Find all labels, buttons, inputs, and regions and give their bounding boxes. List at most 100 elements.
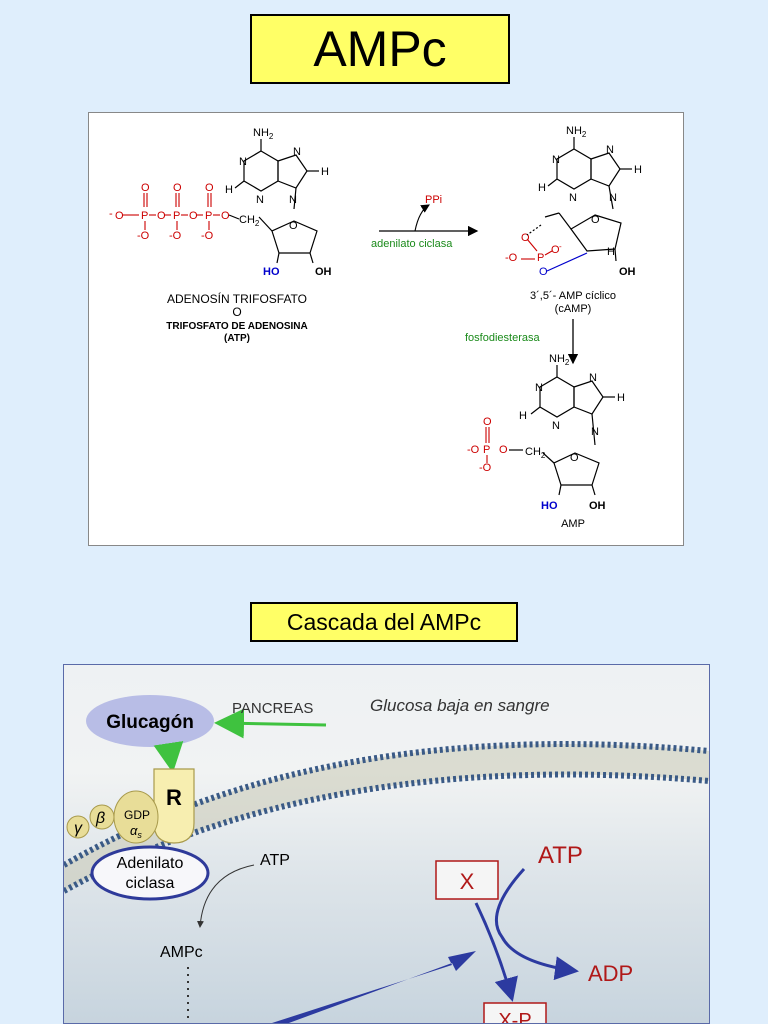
reaction-panel: NH2 N N N N H H O CH2 HO OH - O P P [88, 112, 684, 546]
svg-text:O: O [570, 452, 579, 464]
cascade-title: Cascada del AMPc [250, 602, 518, 642]
ppi-label: PPi [425, 194, 442, 206]
atp-molecule: NH2 N N N N H H O CH2 HO OH - O P P [109, 127, 332, 344]
atp-right-label: ATP [538, 842, 583, 869]
atp-nh2: NH2 [253, 127, 274, 141]
svg-text:N: N [552, 154, 560, 166]
atp-n1: N [239, 156, 247, 168]
svg-text:-O: -O [467, 444, 480, 456]
atp-left-label: ATP [260, 852, 290, 869]
svg-text:O: O [205, 182, 214, 194]
svg-text:P: P [173, 210, 180, 222]
svg-text:-O: -O [479, 462, 492, 474]
adenylate-cyclase: Adenilato ciclasa [90, 845, 210, 901]
svg-text:-O: -O [201, 230, 214, 242]
svg-text:O: O [483, 416, 492, 428]
svg-text:-: - [559, 242, 562, 251]
atp-ribose [258, 216, 318, 264]
condition-label: Glucosa baja en sangre [370, 696, 550, 715]
svg-text:-O: -O [505, 252, 518, 264]
reaction-arrow-2: fosfodiesterasa [465, 319, 579, 365]
atp-to-camp-arrow [196, 864, 255, 928]
reaction-arrow-1: PPi adenilato ciclasa [371, 194, 479, 250]
svg-text:O: O [157, 210, 166, 222]
g-protein: γ β GDP αs [66, 790, 159, 844]
atp-name-line3: TRIFOSFATO DE ADENOSINA [166, 321, 308, 332]
svg-text:O: O [141, 182, 150, 194]
svg-text:CH2: CH2 [525, 446, 546, 460]
svg-text:-O: -O [137, 230, 150, 242]
svg-text:β: β [95, 810, 105, 827]
substrate-label: X [460, 869, 475, 894]
svg-text:N: N [552, 420, 560, 432]
svg-text:NH2: NH2 [549, 353, 570, 367]
svg-text:N: N [606, 144, 614, 156]
page-title: AMPc [250, 14, 510, 84]
pancreas-arrow [214, 708, 327, 739]
svg-text:N: N [569, 192, 577, 204]
atp-name-line2: O [232, 305, 241, 319]
svg-text:H: H [538, 182, 546, 194]
product-label: X-P [498, 1010, 531, 1023]
svg-text:-: - [109, 208, 113, 220]
svg-text:O: O [591, 214, 600, 226]
big-activation-arrow [272, 951, 476, 1023]
svg-text:P: P [141, 210, 148, 222]
svg-text:N: N [609, 192, 617, 204]
atp-adenine-ring [234, 139, 319, 210]
svg-text:H: H [617, 392, 625, 404]
svg-text:-O: -O [169, 230, 182, 242]
svg-text:OH: OH [589, 500, 606, 512]
atp-h2: H [225, 184, 233, 196]
fosfodiesterasa-label: fosfodiesterasa [465, 332, 540, 344]
svg-text:H: H [634, 164, 642, 176]
atp-n7: N [293, 146, 301, 158]
svg-text:OH: OH [619, 266, 636, 278]
atp-triphosphate: - O P P P O O O -O -O -O O O O [109, 182, 230, 242]
svg-text:O: O [551, 244, 560, 256]
svg-text:O: O [539, 266, 548, 278]
cascade-panel: Glucagón PANCREAS Glucosa baja en sangre… [63, 664, 710, 1024]
svg-text:O: O [189, 210, 198, 222]
pancreas-label: PANCREAS [232, 700, 313, 717]
svg-text:O: O [521, 232, 530, 244]
receptor-label: R [166, 785, 182, 810]
atp-oh: OH [315, 266, 332, 278]
atp-n3: N [256, 194, 264, 206]
phosphorylation-reaction: X ATP ADP X-P [435, 842, 633, 1023]
atp-ribose-o: O [289, 220, 298, 232]
svg-text:P: P [537, 252, 544, 264]
svg-text:γ: γ [74, 820, 83, 837]
svg-text:O: O [221, 210, 230, 222]
svg-text:ciclasa: ciclasa [126, 875, 175, 892]
svg-text:H: H [607, 246, 615, 258]
atp-ho: HO [263, 266, 280, 278]
amp-molecule: NH2 N N N N H H O CH2 HO OH O -O P O -O … [467, 353, 625, 530]
atp-name-line4: (ATP) [224, 333, 250, 344]
svg-text:NH2: NH2 [566, 125, 587, 139]
svg-text:αs: αs [130, 823, 142, 840]
svg-text:HO: HO [541, 500, 558, 512]
adp-label: ADP [588, 961, 633, 986]
svg-text:P: P [205, 210, 212, 222]
svg-text:O: O [173, 182, 182, 194]
camp-name-line2: (cAMP) [555, 303, 592, 315]
glucagon-to-receptor-arrow [153, 741, 184, 773]
cascade-diagram: Glucagón PANCREAS Glucosa baja en sangre… [64, 695, 709, 1023]
atp-phosphate-bonds [123, 193, 220, 230]
adenilato-ciclasa-label: adenilato ciclasa [371, 238, 453, 250]
svg-text:GDP: GDP [124, 808, 150, 822]
camp-label: AMPc [160, 944, 203, 961]
svg-text:P: P [483, 444, 490, 456]
glucagon-node: Glucagón [86, 695, 214, 747]
amp-name: AMP [561, 518, 585, 530]
camp-name-line1: 3´,5´- AMP cíclico [530, 290, 616, 302]
reaction-diagram: NH2 N N N N H H O CH2 HO OH - O P P [109, 125, 642, 530]
svg-text:O: O [499, 444, 508, 456]
svg-text:Adenilato: Adenilato [117, 855, 184, 872]
glucagon-label: Glucagón [106, 712, 194, 733]
svg-text:H: H [519, 410, 527, 422]
atp-ch2: CH2 [239, 214, 260, 228]
svg-text:O: O [115, 210, 124, 222]
atp-name-line1: ADENOSÍN TRIFOSFATO [167, 291, 307, 306]
